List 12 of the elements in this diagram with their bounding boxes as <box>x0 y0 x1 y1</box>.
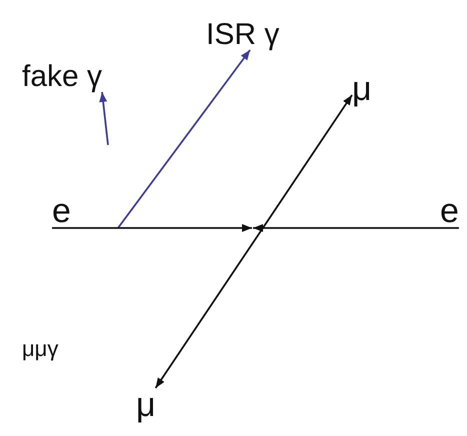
particle-label: μ <box>136 388 156 422</box>
arrow <box>99 92 109 146</box>
particle-label: fake γ <box>22 62 102 92</box>
process-label: μμγ <box>22 338 58 360</box>
particle-label: e <box>440 194 459 228</box>
particle-label: μ <box>352 72 372 106</box>
arrow <box>154 94 353 388</box>
arrow <box>117 49 251 229</box>
particle-label: e <box>52 194 71 228</box>
arrow <box>253 224 459 232</box>
particle-label: ISR γ <box>206 20 280 50</box>
arrow <box>52 224 252 232</box>
